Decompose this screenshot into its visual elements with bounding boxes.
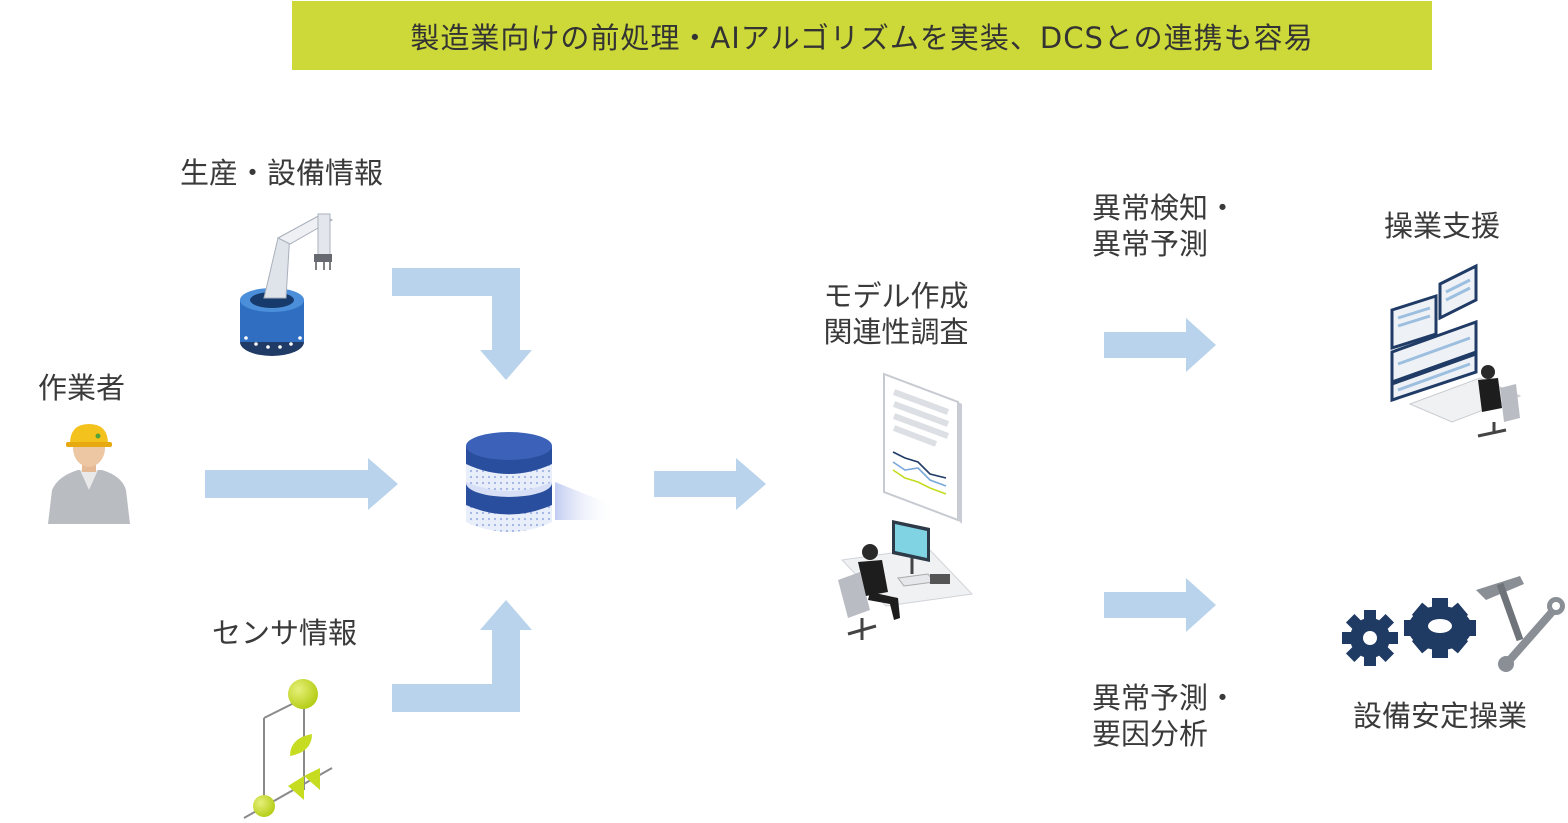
arrow-bottom-elbow (392, 600, 532, 712)
stable-operation-label: 設備安定操業 (1353, 699, 1528, 733)
database-icon (466, 432, 615, 532)
worker-label: 作業者 (38, 371, 126, 405)
arrow-top-right (1104, 318, 1216, 372)
report-workstation-icon (838, 372, 974, 640)
analysis-label: モデル作成 関連性調査 (806, 278, 986, 350)
header-banner: 製造業向けの前処理・AIアルゴリズムを実装、DCSとの連携も容易 (292, 1, 1432, 70)
branch-bottom-line2: 要因分析 (1092, 717, 1209, 751)
operation-support-label: 操業支援 (1384, 209, 1501, 243)
analysis-line1: モデル作成 (823, 279, 969, 313)
gears-tools-icon (1342, 576, 1565, 672)
arrow-bottom-right (1104, 578, 1216, 632)
banner-text: 製造業向けの前処理・AIアルゴリズムを実装、DCSとの連携も容易 (410, 20, 1314, 55)
monitoring-desk-icon (1390, 263, 1522, 438)
sensor-icon (243, 679, 333, 819)
branch-top-line1: 異常検知・ (1092, 191, 1238, 225)
branch-top-line2: 異常予測 (1092, 227, 1209, 261)
sensor-info-label: センサ情報 (212, 616, 358, 650)
branch-bottom-line1: 異常予測・ (1092, 681, 1238, 715)
branch-bottom-label: 異常予測・ 要因分析 (1092, 680, 1237, 752)
arrow-top-elbow (392, 268, 532, 380)
production-info-label: 生産・設備情報 (180, 156, 384, 190)
worker-icon (48, 424, 130, 524)
robot-arm-icon (240, 213, 333, 356)
analysis-line2: 関連性調査 (823, 315, 969, 349)
arrow-db-right (654, 458, 766, 510)
branch-top-label: 異常検知・ 異常予測 (1092, 190, 1237, 262)
arrow-worker-right (205, 458, 398, 510)
